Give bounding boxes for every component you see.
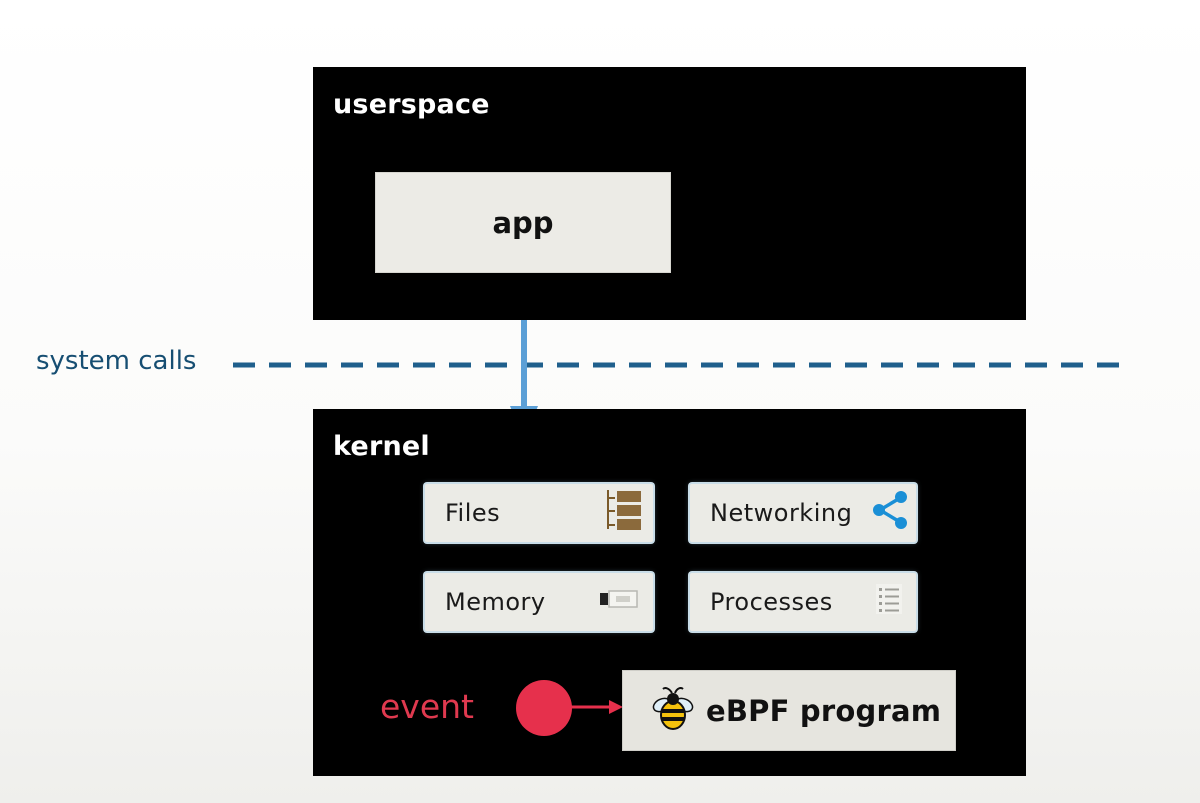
ebpf-program-label: eBPF program (706, 693, 942, 728)
bee-icon (650, 687, 694, 737)
system-calls-label: system calls (36, 346, 197, 376)
files-label: Files (445, 499, 501, 527)
userspace-panel: userspace app (313, 67, 1026, 320)
networking-label: Networking (710, 499, 853, 527)
app-box: app (375, 172, 671, 273)
share-network-icon (870, 489, 910, 537)
memory-label: Memory (445, 588, 546, 616)
event-arrow (569, 700, 623, 714)
memory-component: Memory (425, 573, 653, 631)
userspace-title: userspace (333, 89, 490, 120)
kernel-panel: kernel Files Networking (313, 409, 1026, 776)
memory-chip-icon (599, 588, 639, 616)
file-tree-icon (603, 487, 643, 539)
app-label: app (492, 205, 554, 240)
networking-component: Networking (690, 484, 916, 542)
event-dot (516, 680, 572, 736)
kernel-title: kernel (333, 431, 430, 462)
process-list-icon (876, 584, 902, 620)
event-label: event (380, 687, 474, 726)
ebpf-program-box: eBPF program (622, 670, 956, 751)
files-component: Files (425, 484, 653, 542)
processes-component: Processes (690, 573, 916, 631)
processes-label: Processes (710, 588, 833, 616)
